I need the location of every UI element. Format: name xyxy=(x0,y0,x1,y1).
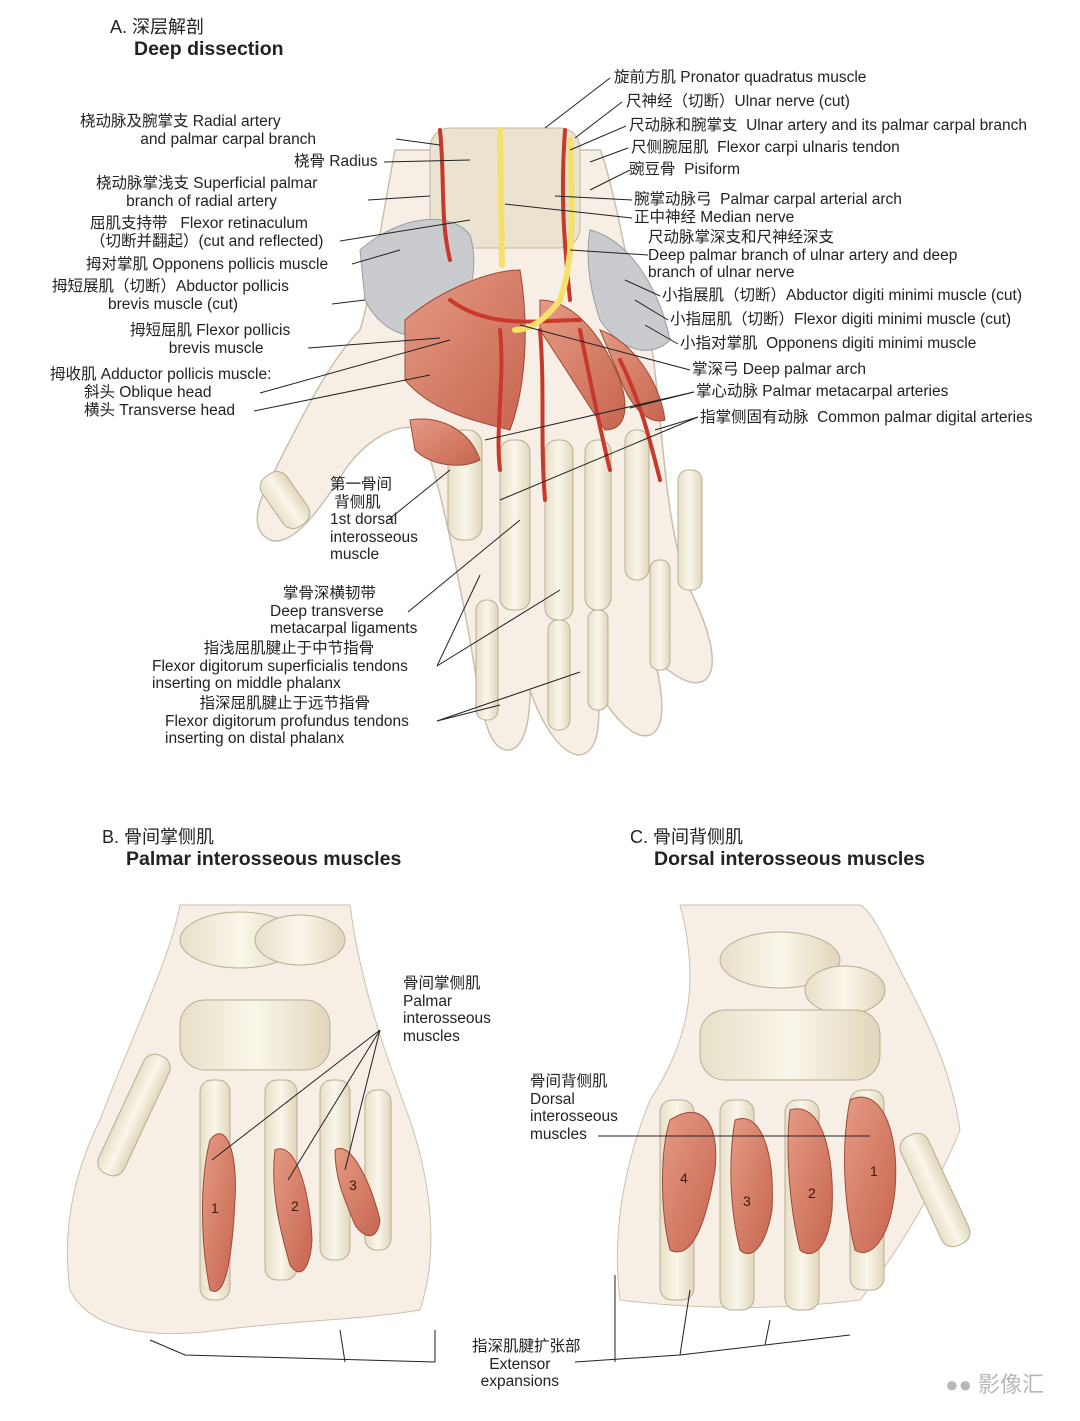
panel-b-heading: B. 骨间掌侧肌 Palmar interosseous muscles xyxy=(102,826,401,871)
label-ulnar-artery: 尺动脉和腕掌支 Ulnar artery and its palmar carp… xyxy=(629,117,1027,134)
label-deep-transverse-ligaments: 掌骨深横韧带 Deep transverse metacarpal ligame… xyxy=(270,585,418,637)
panel-a-heading-en: Deep dissection xyxy=(134,38,284,60)
panel-c-heading-zh: C. 骨间背侧肌 xyxy=(630,827,744,847)
leader-lines xyxy=(149,77,870,1363)
label-opponens-digiti-minimi: 小指对掌肌 Opponens digiti minimi muscle xyxy=(680,335,977,352)
label-pisiform: 豌豆骨 Pisiform xyxy=(629,161,741,178)
label-flexor-carpi-ulnaris: 尺侧腕屈肌 Flexor carpi ulnaris tendon xyxy=(631,139,900,156)
label-abductor-digiti-minimi: 小指展肌（切断）Abductor digiti minimi muscle (c… xyxy=(662,287,1023,304)
label-oblique-head: 斜头 Oblique head xyxy=(84,384,212,401)
label-dorsal-interosseous: 骨间背侧肌 Dorsal interosseous muscles xyxy=(530,1073,618,1143)
panel-c-heading-en: Dorsal interosseous muscles xyxy=(654,848,925,870)
label-adductor-pollicis: 拇收肌 Adductor pollicis muscle: xyxy=(50,366,272,383)
panel-a-heading-zh: A. 深层解剖 xyxy=(110,17,205,37)
label-ulnar-nerve: 尺神经（切断）Ulnar nerve (cut) xyxy=(626,93,850,110)
label-superficial-palmar-branch: 桡动脉掌浅支 Superficial palmar branch of radi… xyxy=(96,175,318,210)
watermark: ●● 影像汇 xyxy=(945,1367,1044,1399)
label-flexor-retinaculum: 屈肌支持带 Flexor retinaculum （切断并翻起）(cut and… xyxy=(90,215,324,250)
label-radius: 桡骨 Radius xyxy=(294,153,378,170)
label-fds-tendons: 指浅屈肌腱止于中节指骨 Flexor digitorum superficial… xyxy=(152,640,408,692)
label-first-dorsal-interosseous: 第一骨间 背侧肌 1st dorsal interosseous muscle xyxy=(330,476,418,563)
label-pronator-quadratus: 旋前方肌 Pronator quadratus muscle xyxy=(614,69,867,86)
label-deep-palmar-arch: 掌深弓 Deep palmar arch xyxy=(692,361,867,378)
panel-c-number-3: 3 xyxy=(743,1193,751,1209)
panel-b-number-1: 1 xyxy=(211,1200,219,1216)
label-radial-artery: 桡动脉及腕掌支 Radial artery and palmar carpal … xyxy=(80,113,317,148)
label-abductor-pollicis-brevis: 拇短展肌（切断）Abductor pollicis brevis muscle … xyxy=(52,278,289,313)
label-palmar-interosseous: 骨间掌侧肌 Palmar interosseous muscles xyxy=(403,975,491,1045)
label-flexor-digiti-minimi: 小指屈肌（切断）Flexor digiti minimi muscle (cut… xyxy=(670,311,1012,328)
label-flexor-pollicis-brevis: 拇短屈肌 Flexor pollicis brevis muscle xyxy=(130,322,291,357)
panel-c-number-2: 2 xyxy=(808,1185,816,1201)
label-deep-palmar-branch: 尺动脉掌深支和尺神经深支 Deep palmar branch of ulnar… xyxy=(648,229,958,281)
panel-c-number-1: 1 xyxy=(870,1163,878,1179)
panel-b-number-3: 3 xyxy=(349,1177,357,1193)
panel-b-hand xyxy=(66,904,432,1335)
label-median-nerve: 正中神经 Median nerve xyxy=(634,209,795,226)
watermark-text: 影像汇 xyxy=(977,1372,1044,1397)
label-fdp-tendons: 指深屈肌腱止于远节指骨 Flexor digitorum profundus t… xyxy=(165,695,409,747)
panel-a-hand xyxy=(256,127,713,756)
label-common-palmar-digital-arteries: 指掌侧固有动脉 Common palmar digital arteries xyxy=(700,409,1033,426)
panel-b-number-2: 2 xyxy=(291,1198,299,1214)
label-palmar-metacarpal-arteries: 掌心动脉 Palmar metacarpal arteries xyxy=(696,383,949,400)
panel-c-number-4: 4 xyxy=(680,1170,688,1186)
label-transverse-head: 横头 Transverse head xyxy=(84,402,236,419)
label-extensor-expansions: 指深肌腱扩张部 Extensor expansions xyxy=(472,1338,581,1390)
wechat-icon: ●● xyxy=(945,1372,972,1397)
panel-c-heading: C. 骨间背侧肌 Dorsal interosseous muscles xyxy=(630,826,925,871)
panel-b-heading-en: Palmar interosseous muscles xyxy=(126,848,402,870)
panel-b-heading-zh: B. 骨间掌侧肌 xyxy=(102,827,215,847)
panel-a-heading: A. 深层解剖 Deep dissection xyxy=(110,16,284,61)
label-opponens-pollicis: 拇对掌肌 Opponens pollicis muscle xyxy=(86,256,329,273)
panel-c-hand xyxy=(616,904,971,1311)
label-palmar-carpal-arch: 腕掌动脉弓 Palmar carpal arterial arch xyxy=(634,191,902,208)
